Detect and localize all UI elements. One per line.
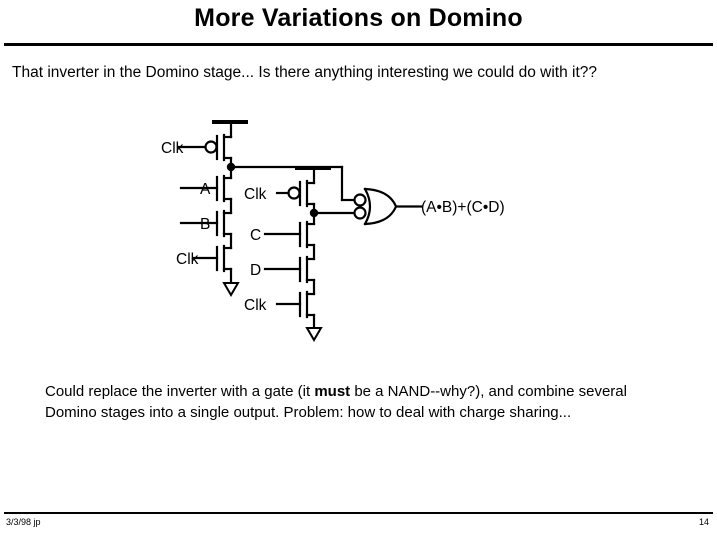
domino-circuit-diagram: Clk A B Clk Clk C D Clk (A•B)+(C•D) (0, 105, 717, 355)
body-text-line2: combine several Domino stages into a sin… (45, 383, 627, 421)
footer-date-author: 3/3/98 jp (6, 517, 41, 527)
ground-symbol-left (222, 282, 240, 297)
circuit-svg: Clk A B Clk Clk C D Clk (A•B)+(C•D) (161, 120, 505, 342)
subtitle-text: That inverter in the Domino stage... Is … (12, 64, 598, 81)
label-gate-output: (A•B)+(C•D) (421, 199, 505, 216)
ground-symbol-right (305, 327, 323, 342)
label-left-nmos-clk: Clk (176, 251, 199, 268)
label-right-nmos-clk: Clk (244, 297, 267, 314)
footer-divider (4, 512, 713, 514)
title-divider (4, 43, 713, 46)
body-text-line3: with charge sharing... (428, 403, 572, 421)
pmos-right-inversion-bubble (287, 186, 301, 200)
body-paragraph: Could replace the inverter with a gate (… (45, 382, 663, 423)
or-gate-back-curve (363, 187, 372, 226)
label-right-pmos-clk: Clk (244, 186, 267, 203)
page-title: More Variations on Domino (194, 4, 523, 32)
label-left-pmos-clk: Clk (161, 140, 184, 157)
body-text-part2: be a NAND--why?), and (350, 383, 514, 400)
label-right-nmos-d: D (250, 262, 261, 279)
body-text-part1: Could replace the inverter with a gate (… (45, 383, 315, 400)
gate-input-bubble-top (353, 193, 367, 207)
pmos-left-inversion-bubble (204, 140, 218, 154)
label-left-nmos-b: B (200, 216, 210, 233)
circuit-labels: Clk A B Clk Clk C D Clk (A•B)+(C•D) (161, 140, 505, 314)
label-right-nmos-c: C (250, 227, 261, 244)
body-text-emphasis: must (314, 383, 351, 400)
footer-page-number: 14 (698, 517, 709, 527)
gate-input-bubble-bottom (353, 206, 367, 220)
label-left-nmos-a: A (200, 181, 211, 198)
